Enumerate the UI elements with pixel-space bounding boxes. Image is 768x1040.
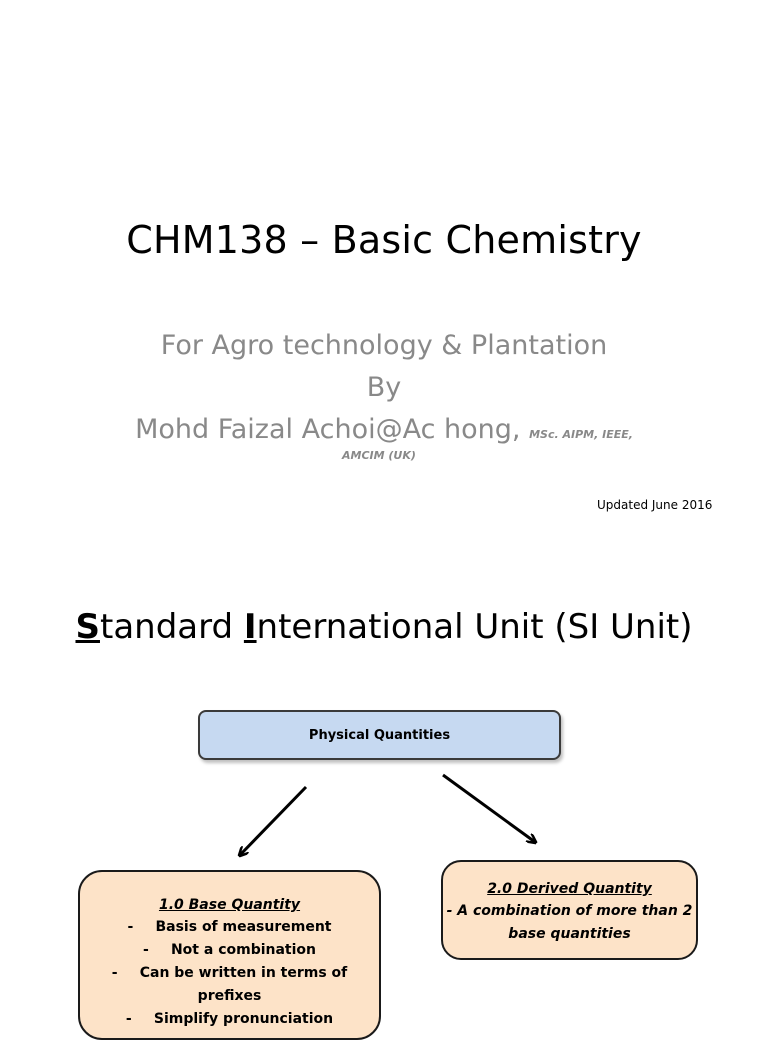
base-quantity-heading: 1.0 Base Quantity: [158, 897, 301, 913]
author-line: Mohd Faizal Achoi@Ac hong, MSc. AIPM, IE…: [0, 414, 768, 445]
course-subtitle: For Agro technology & Plantation: [160, 330, 608, 361]
base-quantity-item: -Not a combination: [142, 942, 317, 958]
si-unit-title: Standard International Unit (SI Unit): [0, 607, 768, 647]
title-initial-i: I: [243, 607, 257, 647]
author-name: Mohd Faizal Achoi@Ac hong,: [135, 414, 521, 445]
physical-quantities-box: Physical Quantities: [198, 710, 561, 760]
title-part-2: nternational Unit (SI Unit): [256, 607, 693, 647]
title-slide: CHM138 – Basic Chemistry For Agro techno…: [0, 218, 768, 512]
course-title: CHM138 – Basic Chemistry: [126, 218, 642, 262]
base-quantity-item: prefixes: [197, 988, 262, 1004]
physical-quantities-label: Physical Quantities: [308, 727, 451, 743]
derived-quantity-heading: 2.0 Derived Quantity: [487, 881, 652, 897]
title-initial-s: S: [75, 607, 100, 647]
arrow-to-derived-quantity: [442, 773, 535, 842]
author-qualifications-continued: AMCIM (UK): [342, 449, 416, 462]
derived-quantity-box: 2.0 Derived Quantity - A combination of …: [441, 860, 698, 960]
base-quantity-item: -Simplify pronunciation: [125, 1011, 334, 1027]
title-part-1: tandard: [99, 607, 244, 647]
derived-quantity-line: base quantities: [508, 926, 631, 942]
arrow-to-base-quantity: [240, 785, 308, 855]
by-label: By: [366, 372, 402, 403]
updated-date: Updated June 2016: [597, 498, 713, 512]
base-quantity-item: -Basis of measurement: [127, 919, 332, 935]
author-qualifications: MSc. AIPM, IEEE,: [529, 428, 633, 441]
base-quantity-item: -Can be written in terms of: [111, 965, 348, 981]
derived-quantity-line: - A combination of more than 2: [446, 903, 693, 919]
base-quantity-box: 1.0 Base Quantity -Basis of measurement …: [78, 870, 381, 1040]
